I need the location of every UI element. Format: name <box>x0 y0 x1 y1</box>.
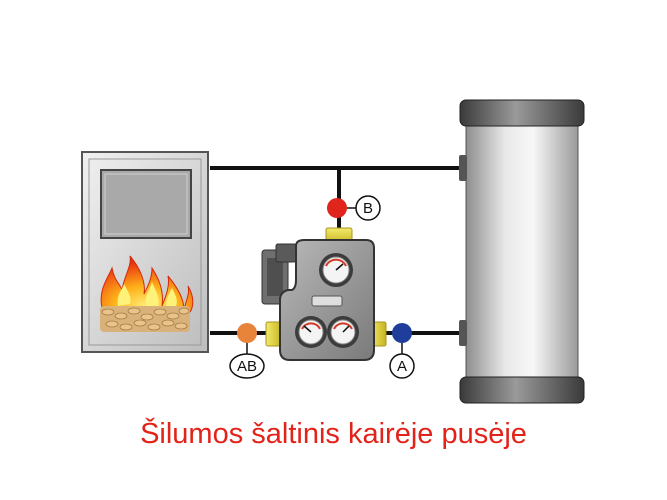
buffer-tank <box>459 99 585 404</box>
caption: Šilumos šaltinis kairėje pusėje <box>140 418 527 450</box>
pump-group-with-gauges <box>261 227 387 361</box>
port-a-dot <box>392 323 412 343</box>
boiler-door <box>100 169 192 239</box>
port-b: B <box>327 195 381 221</box>
port-b-marker <box>355 195 381 221</box>
pellet-pile <box>100 306 190 332</box>
tank-outlet-fitting <box>459 320 467 346</box>
port-a: A <box>389 323 415 379</box>
indicator-slot <box>311 295 343 307</box>
pellet-boiler <box>81 151 209 353</box>
top-gauge-icon <box>319 253 353 287</box>
tank-bottom-cap <box>459 376 585 404</box>
port-a-label: A <box>397 358 407 375</box>
port-ab: AB <box>229 323 265 379</box>
right-gauge-icon <box>327 316 359 348</box>
port-ab-marker <box>229 353 265 379</box>
port-ab-dot <box>237 323 257 343</box>
port-ab-label: AB <box>237 358 257 375</box>
tank-inlet-fitting <box>459 155 467 181</box>
port-a-marker <box>389 353 415 379</box>
port-b-dot <box>327 198 347 218</box>
tank-top-cap <box>459 99 585 127</box>
left-gauge-icon <box>295 316 327 348</box>
port-b-label: B <box>363 200 373 217</box>
flame-icon <box>100 255 194 313</box>
